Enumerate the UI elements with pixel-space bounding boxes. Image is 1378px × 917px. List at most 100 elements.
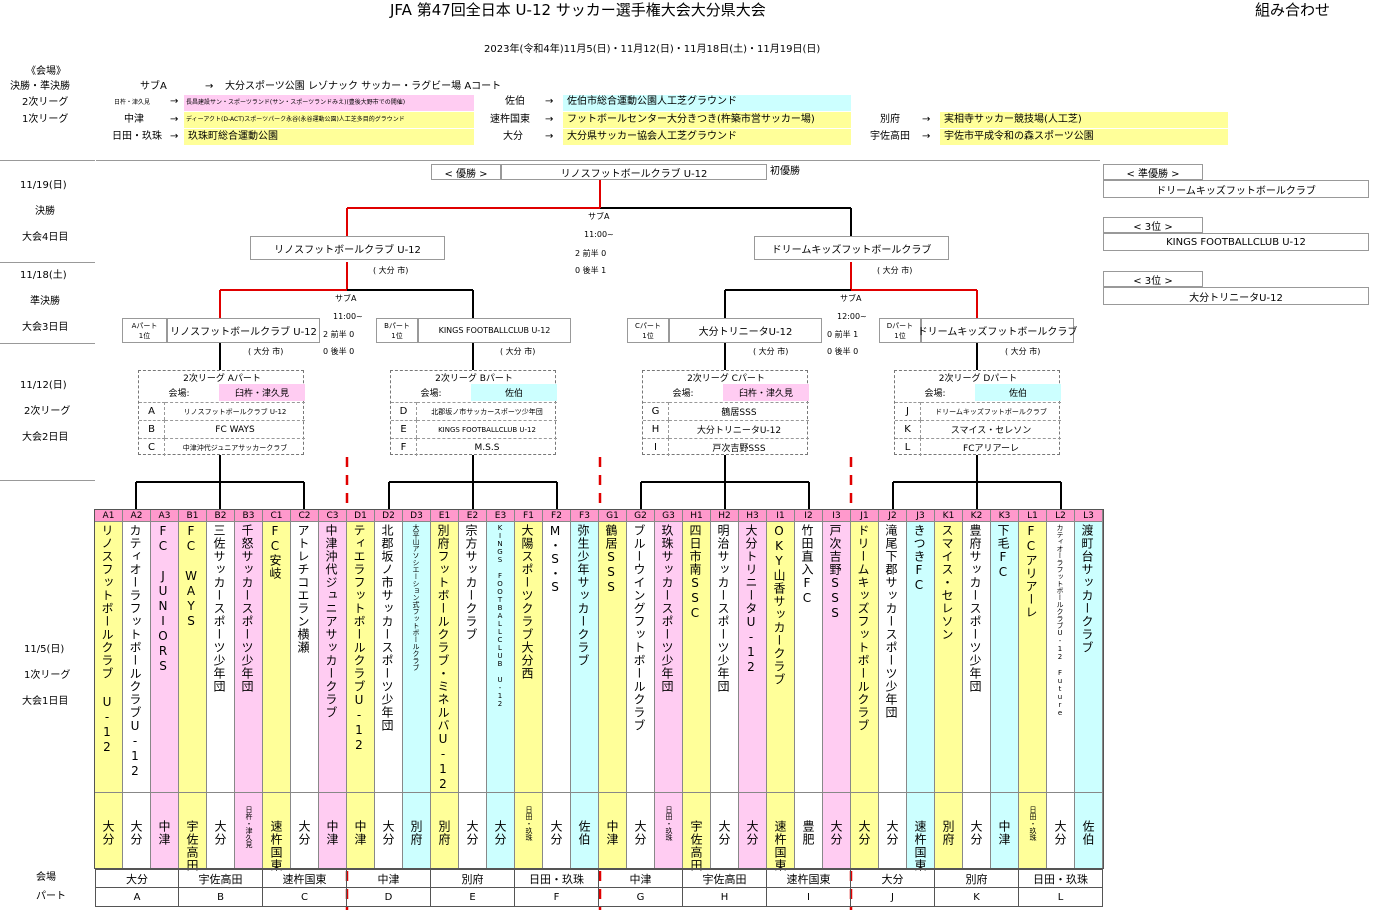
team-name: リノスフットボールクラブ U-12 (100, 524, 114, 755)
day-date: 11/19(日) (20, 180, 67, 191)
team-code: E1 (431, 510, 458, 522)
final-left-team: リノスフットボールクラブ U-12 (250, 236, 445, 260)
venue-area: 宇佐高田 (870, 131, 910, 142)
final-score-first: 2 前半 0 (575, 249, 607, 258)
venue-name: 大分スポーツ公園 レゾナック サッカー・ラグビー場 Aコート (225, 81, 502, 92)
bottom-venue: 日田・玖珠 (1019, 869, 1103, 888)
venue-name: 実相寺サッカー競技場(人工芝) (944, 114, 1082, 125)
bottom-venue: 大分 (851, 869, 935, 888)
day-round: 決勝 (35, 206, 55, 217)
venue-label: 会場: (168, 389, 190, 399)
team-venue: 中津 (353, 820, 367, 846)
team-venue: 日田・玖珠 (665, 806, 673, 841)
team-venue: 大分 (885, 820, 899, 846)
winner-team: リノスフットボールクラブ U-12 (501, 164, 767, 180)
venue-label: 会場: (420, 389, 442, 399)
placing-team: KINGS FOOTBALLCLUB U-12 (1103, 233, 1369, 251)
venue-row-label: 決勝・準決勝 (10, 81, 70, 92)
slot-key: A (139, 402, 165, 420)
team-venue: 速杵国東 (269, 820, 283, 872)
venue-area: 日田・玖珠 (112, 131, 162, 142)
day-round: 2次リーグ (24, 406, 71, 417)
semi-city: ( 大分 市) (753, 347, 789, 356)
placing-label: < 準優勝 > (1103, 164, 1203, 180)
team-venue: 日田・玖珠 (525, 806, 533, 841)
slot-team: 中津沖代ジュニアサッカークラブ (165, 438, 305, 456)
day-round: 準決勝 (30, 296, 60, 307)
team-code: D1 (347, 510, 374, 522)
bottom-part: C (263, 888, 347, 907)
team-code: L2 (1047, 510, 1074, 522)
team-venue: 日杵・津久見 (245, 806, 253, 848)
team-name: FC安岐 (268, 524, 282, 580)
day-number: 大会1日目 (22, 696, 69, 707)
final-left-city: ( 大分 市) (373, 266, 409, 275)
arrow-icon: → (545, 96, 554, 107)
team-name: アトレチコエラン横瀬 (296, 524, 310, 654)
venue-row-label: 2次リーグ (22, 97, 69, 108)
arrow-icon: → (170, 96, 179, 107)
slot-team: ドリームキッズフットボールクラブ (921, 402, 1061, 420)
team-venue: 大分 (1053, 820, 1067, 846)
slot-key: J (895, 402, 921, 420)
day-date: 11/12(日) (20, 380, 67, 391)
team-name: 豊府サッカースポーツ少年団 (968, 524, 982, 693)
slot-team: KINGS FOOTBALLCLUB U-12 (417, 420, 557, 438)
team-name: カティオーラフットボールクラブU-12 (128, 524, 142, 779)
venue-area: 日杵・津久見 (114, 99, 151, 106)
final-time: 11:00~ (584, 230, 614, 239)
venue-area: 佐伯 (505, 96, 525, 107)
team-code: C1 (263, 510, 290, 522)
venue-area: 中津 (124, 114, 144, 125)
venue-name: 玖珠町総合運動公園 (188, 131, 278, 142)
slot-team: FCアリアーレ (921, 438, 1061, 456)
team-name: 鶴居SSS (604, 524, 618, 595)
second-league-title: 2次リーグ Bパート (435, 374, 513, 384)
team-code: I2 (795, 510, 822, 522)
team-name: 弥生少年サッカークラブ (576, 524, 590, 667)
team-name: ブルーウイングフットボールクラブ (632, 524, 646, 732)
venue-badge: 臼杵・津久見 (723, 384, 809, 401)
day-number: 大会3日目 (22, 322, 69, 333)
bottom-part: H (683, 888, 767, 907)
bottom-venue: 別府 (935, 869, 1019, 888)
venues-heading: 《会場》 (26, 66, 66, 77)
team-venue: 速杵国東 (773, 820, 787, 872)
team-name: 四日市南SSC (688, 524, 702, 621)
semi-city: ( 大分 市) (248, 347, 284, 356)
slot-team: FC WAYS (165, 420, 305, 438)
semi-team: 大分トリニータU-12 (669, 318, 822, 343)
team-code: G2 (627, 510, 654, 522)
team-name: 大陽スポーツクラブ大分西 (520, 524, 534, 680)
arrow-icon: → (170, 114, 179, 125)
first-league-frame (94, 509, 1104, 869)
team-code: B2 (207, 510, 234, 522)
semi-score-second: 0 後半 0 (827, 347, 859, 356)
team-name: FC JUNIORS (156, 524, 170, 674)
placing-team: ドリームキッズフットボールクラブ (1103, 180, 1369, 198)
team-venue: 大分 (633, 820, 647, 846)
team-venue: 宇佐高田 (689, 820, 703, 872)
team-venue: 佐伯 (1081, 820, 1095, 846)
team-name: 渡町台サッカークラブ (1080, 524, 1094, 654)
slot-team: 戸次吉野SSS (669, 438, 809, 456)
placing-label: < 3位 > (1103, 271, 1203, 287)
team-name: スマイス・セレソン (940, 524, 954, 641)
team-code: A1 (95, 510, 122, 522)
bottom-venue: 速杵国東 (767, 869, 851, 888)
team-venue: 大分 (101, 820, 115, 846)
team-venue: 日田・玖珠 (1029, 806, 1037, 841)
slot-key: C (139, 438, 165, 456)
